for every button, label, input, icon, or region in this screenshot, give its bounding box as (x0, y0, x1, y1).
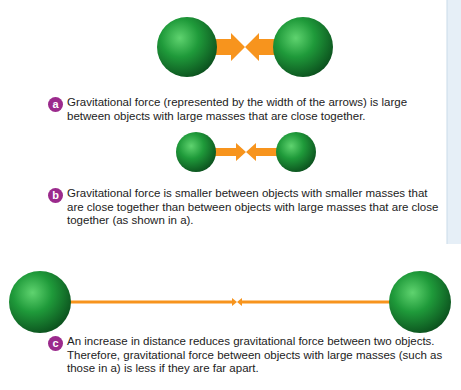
caption-text: Gravitational force (represented by the … (67, 96, 443, 123)
mass-sphere (273, 17, 333, 77)
mass-sphere (157, 17, 217, 77)
force-arrow (237, 298, 392, 306)
mass-sphere (276, 132, 316, 172)
force-arrow (68, 298, 237, 306)
caption-text: Gravitational force is smaller between o… (67, 187, 443, 228)
force-arrow (212, 143, 246, 161)
callout-letter: c (48, 336, 63, 351)
caption-text: An increase in distance reduces gravitat… (67, 335, 451, 376)
side-panel-edge (447, 0, 448, 244)
callout-letter: a (48, 97, 63, 112)
side-panel (447, 0, 461, 244)
callout-letter: b (48, 188, 63, 203)
mass-sphere (9, 271, 71, 333)
mass-sphere (389, 271, 451, 333)
mass-sphere (176, 132, 216, 172)
force-arrow (246, 143, 280, 161)
